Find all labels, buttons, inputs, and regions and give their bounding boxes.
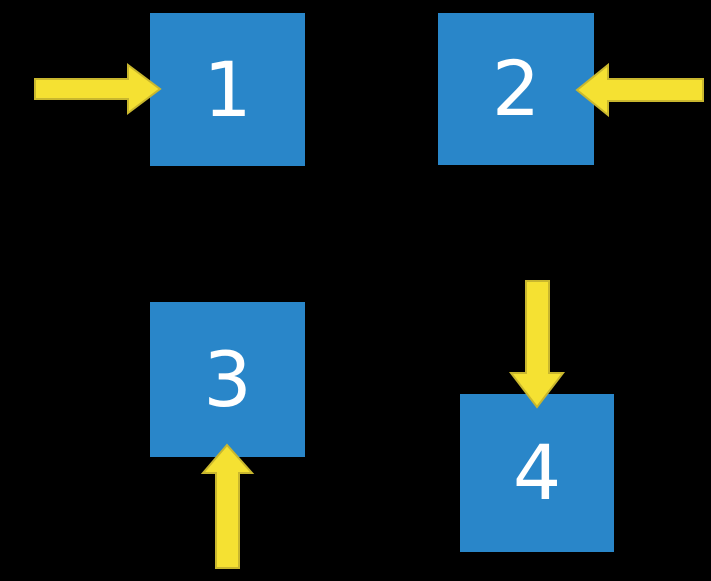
arrow-down-icon [508, 280, 566, 409]
square-2: 2 [438, 13, 594, 165]
square-1-label: 1 [203, 44, 252, 134]
square-1: 1 [150, 13, 305, 166]
square-2-label: 2 [491, 44, 541, 133]
square-3-label: 3 [203, 334, 252, 424]
arrow-right-icon [34, 63, 162, 115]
square-4: 4 [460, 394, 614, 552]
arrow-left-icon [575, 62, 704, 118]
arrow-up-icon [200, 443, 255, 569]
square-3: 3 [150, 302, 305, 457]
square-4-label: 4 [512, 428, 562, 517]
